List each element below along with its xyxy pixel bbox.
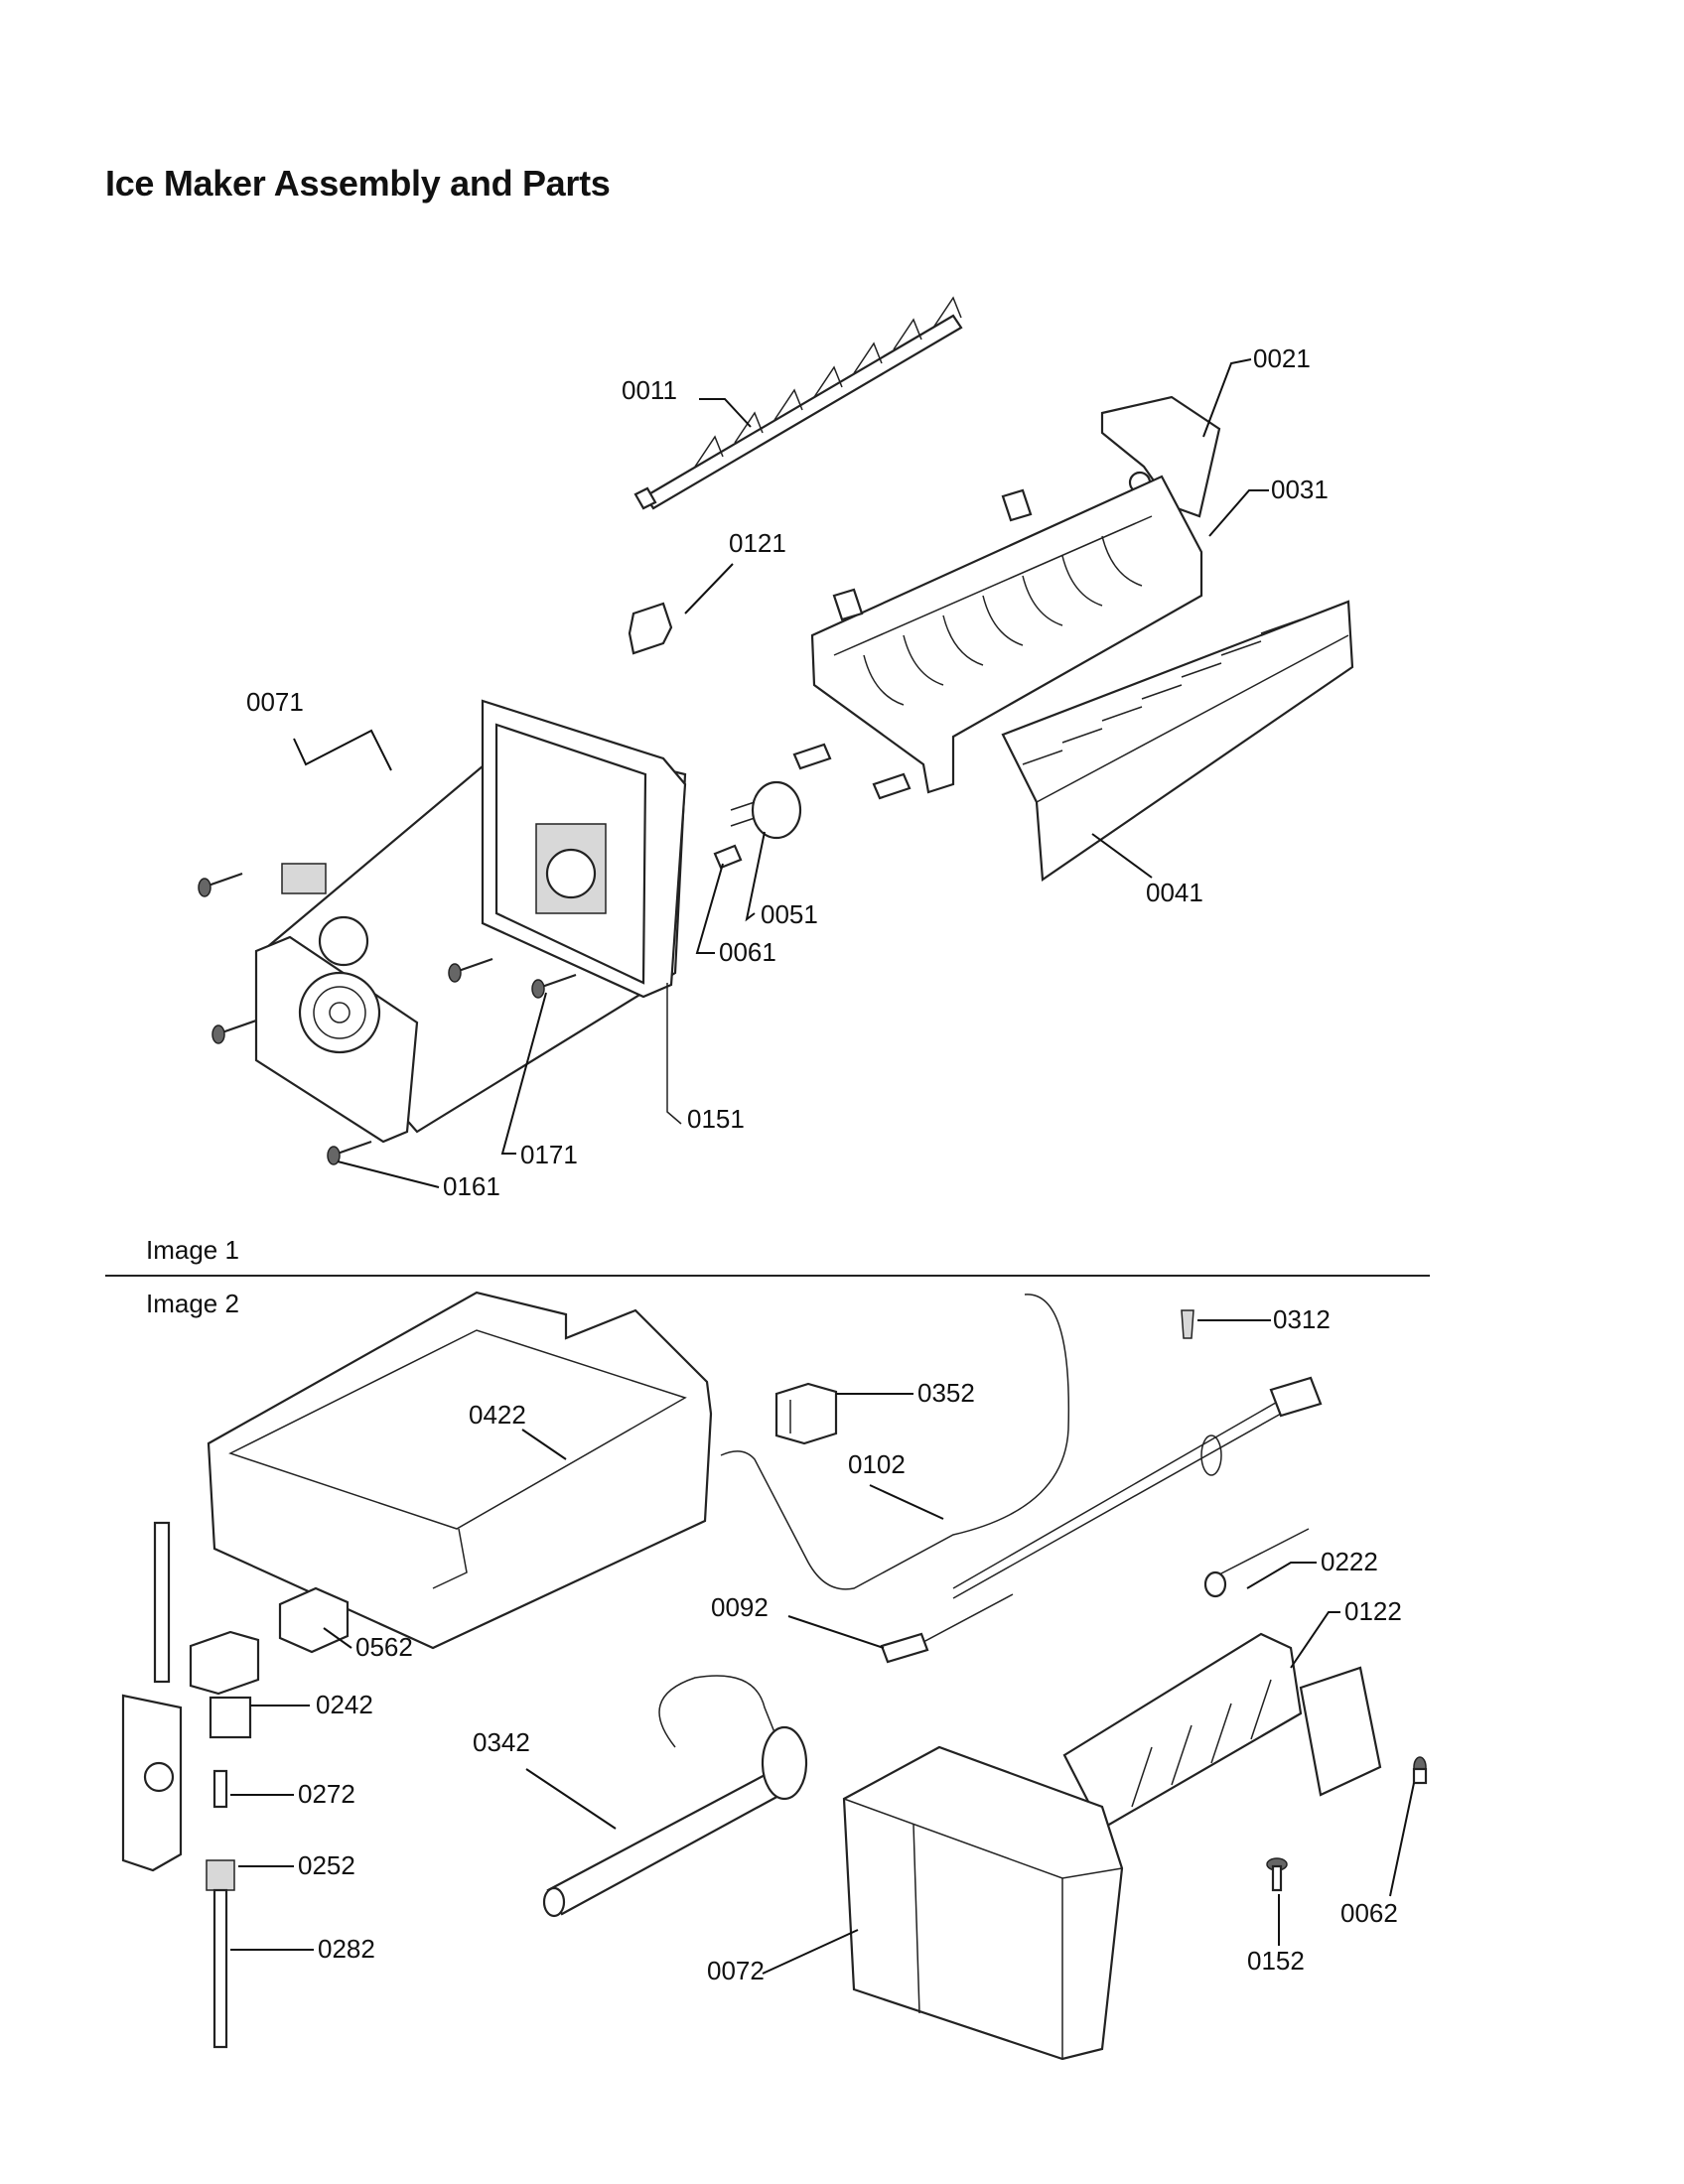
callout-0021: 0021 [1253,343,1311,373]
part-0342-fill-tube [542,1675,808,1918]
callout-0342: 0342 [473,1727,530,1757]
part-harness [952,1376,1323,1599]
callout-0161: 0161 [443,1171,500,1201]
callout-0222: 0222 [1321,1547,1378,1576]
callout-0252: 0252 [298,1850,355,1880]
callout-0092: 0092 [711,1592,769,1622]
part-0272-fitting [212,1769,228,1809]
callout-0282: 0282 [318,1934,375,1964]
part-0121-clip [628,602,673,655]
callout-0122: 0122 [1344,1596,1402,1626]
callout-0422: 0422 [469,1400,526,1430]
part-0222-thermistor [1203,1528,1310,1598]
callout-0121: 0121 [729,528,786,558]
image-2-label: Image 2 [146,1289,239,1318]
part-0092-connector [880,1593,1014,1664]
part-0151-bracket [666,983,682,1125]
part-0312-wire-nut [1181,1309,1194,1339]
callout-0242: 0242 [316,1690,373,1719]
part-valve-inlet-tube [153,1521,171,1684]
part-0062-screw [1412,1756,1428,1785]
part-0031-mold [810,475,1203,794]
callout-0171: 0171 [520,1140,578,1169]
callout-0151: 0151 [687,1104,745,1134]
callout-0061: 0061 [719,937,776,967]
part-0242-water-valve [121,1630,260,1872]
page-title: Ice Maker Assembly and Parts [105,163,611,204]
callout-0051: 0051 [761,899,818,929]
callout-0312: 0312 [1273,1304,1331,1334]
callout-0071: 0071 [246,687,304,717]
part-0171-screw [531,973,577,999]
part-0041-stripper [1001,600,1354,882]
callout-0062: 0062 [1340,1898,1398,1928]
part-0152-screw [1266,1857,1288,1892]
part-0252-nut [206,1859,235,1891]
callout-0152: 0152 [1247,1946,1305,1976]
part-0422-ice-bin [207,1291,713,1650]
section-divider [105,1275,1430,1277]
part-0061-pins [713,743,912,870]
part-0161-screws [198,872,493,1165]
part-0051-thermostat [730,780,802,840]
part-0352-clip [774,1382,838,1445]
callout-0562: 0562 [355,1632,413,1662]
part-0562-plug [278,1586,350,1654]
part-0102-wire [720,1294,1070,1590]
callout-0272: 0272 [298,1779,355,1809]
callout-0011: 0011 [622,375,677,405]
callout-0041: 0041 [1146,878,1203,907]
part-0282-tube [212,1888,228,2049]
callout-0031: 0031 [1271,475,1329,504]
part-ice-maker-unit [1062,1632,1382,1831]
part-motor-plate [254,863,419,1144]
callout-0352: 0352 [917,1378,975,1408]
callout-0072: 0072 [707,1956,765,1985]
part-0011-ejector [633,296,963,510]
callout-0102: 0102 [848,1449,906,1479]
part-0072-front-cover [842,1745,1124,2061]
image-1-label: Image 1 [146,1235,239,1265]
